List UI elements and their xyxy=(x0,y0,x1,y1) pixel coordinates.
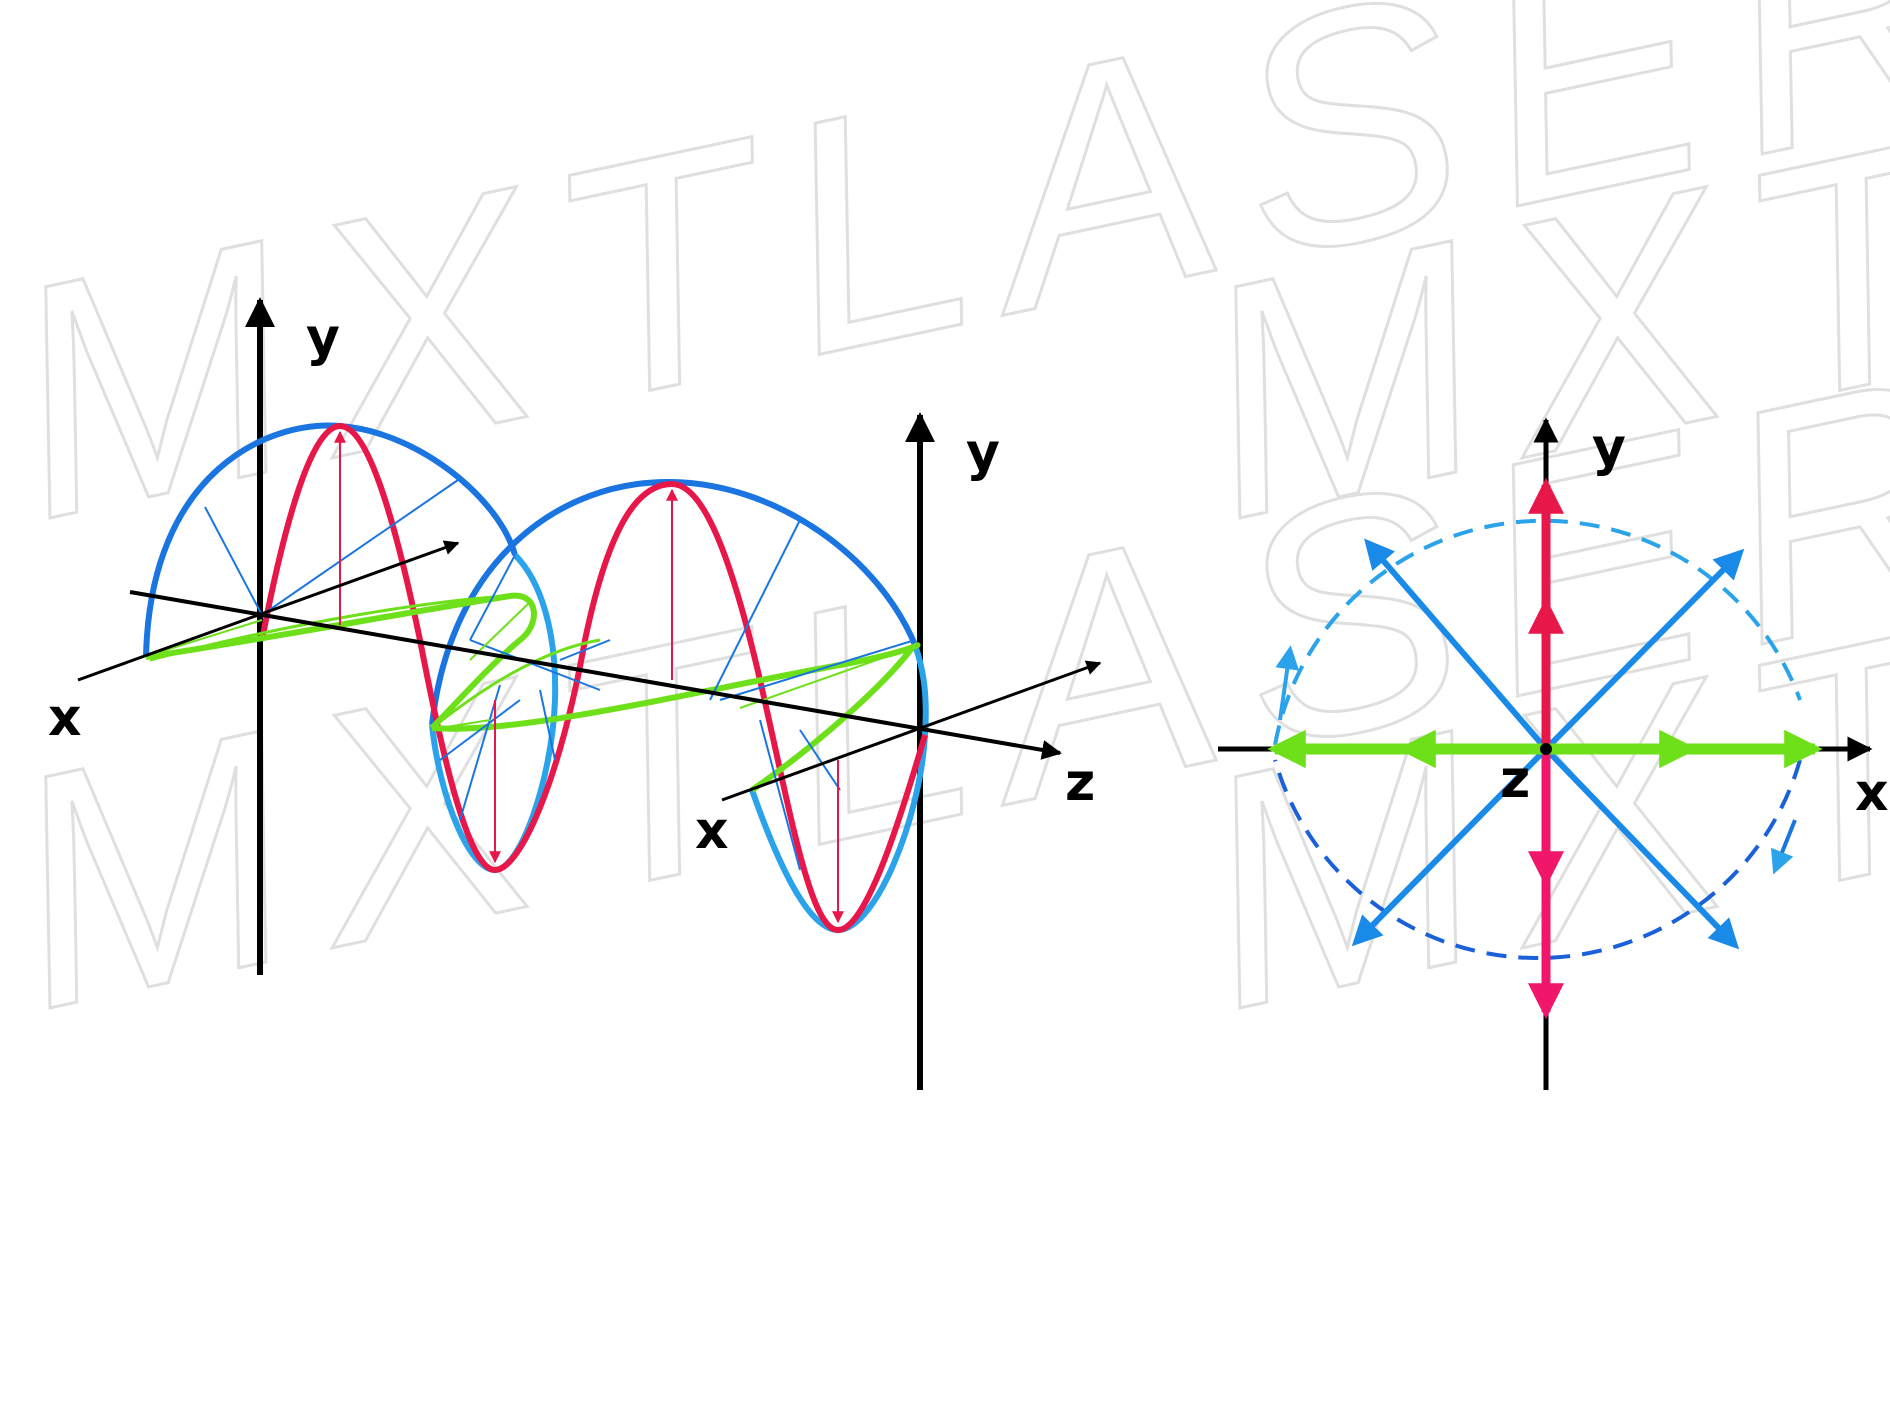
y-axis-2d-label: y xyxy=(1592,418,1626,478)
green-field-vectors xyxy=(149,601,906,729)
z-axis-3d-label: z xyxy=(1065,753,1095,813)
dashed-circle-lower xyxy=(1273,759,1802,961)
x-axis-2-label: x xyxy=(695,801,729,861)
origin-point xyxy=(1540,743,1552,755)
rotation-arrow-right xyxy=(1770,819,1797,875)
green-wave-3 xyxy=(149,594,601,730)
x-axis-2d-label: x xyxy=(1855,763,1889,823)
red-wave xyxy=(259,422,928,934)
polarization-cross-section: y x z xyxy=(1218,417,1889,1090)
wave-3d-diagram: y x y x z xyxy=(48,297,1102,1090)
blue-diagonal-vectors xyxy=(1351,538,1745,950)
y-axis-1-label: y xyxy=(306,308,340,368)
x-axis-1 xyxy=(77,540,460,682)
rotation-arrow-left xyxy=(1275,645,1300,721)
z-axis-2d-label: z xyxy=(1500,750,1530,810)
red-field-vectors xyxy=(334,430,844,924)
y-axis-2-label: y xyxy=(966,423,1000,483)
blue-field-vectors xyxy=(204,479,916,871)
x-axis-1-label: x xyxy=(48,688,82,748)
blue-envelope-lower-2 xyxy=(749,644,929,934)
x-axis-2 xyxy=(721,660,1102,802)
green-wave-1 xyxy=(145,592,537,731)
dashed-circle-upper xyxy=(1273,518,1802,746)
blue-envelope-upper-1 xyxy=(143,422,518,658)
z-axis-3d xyxy=(129,590,1062,760)
